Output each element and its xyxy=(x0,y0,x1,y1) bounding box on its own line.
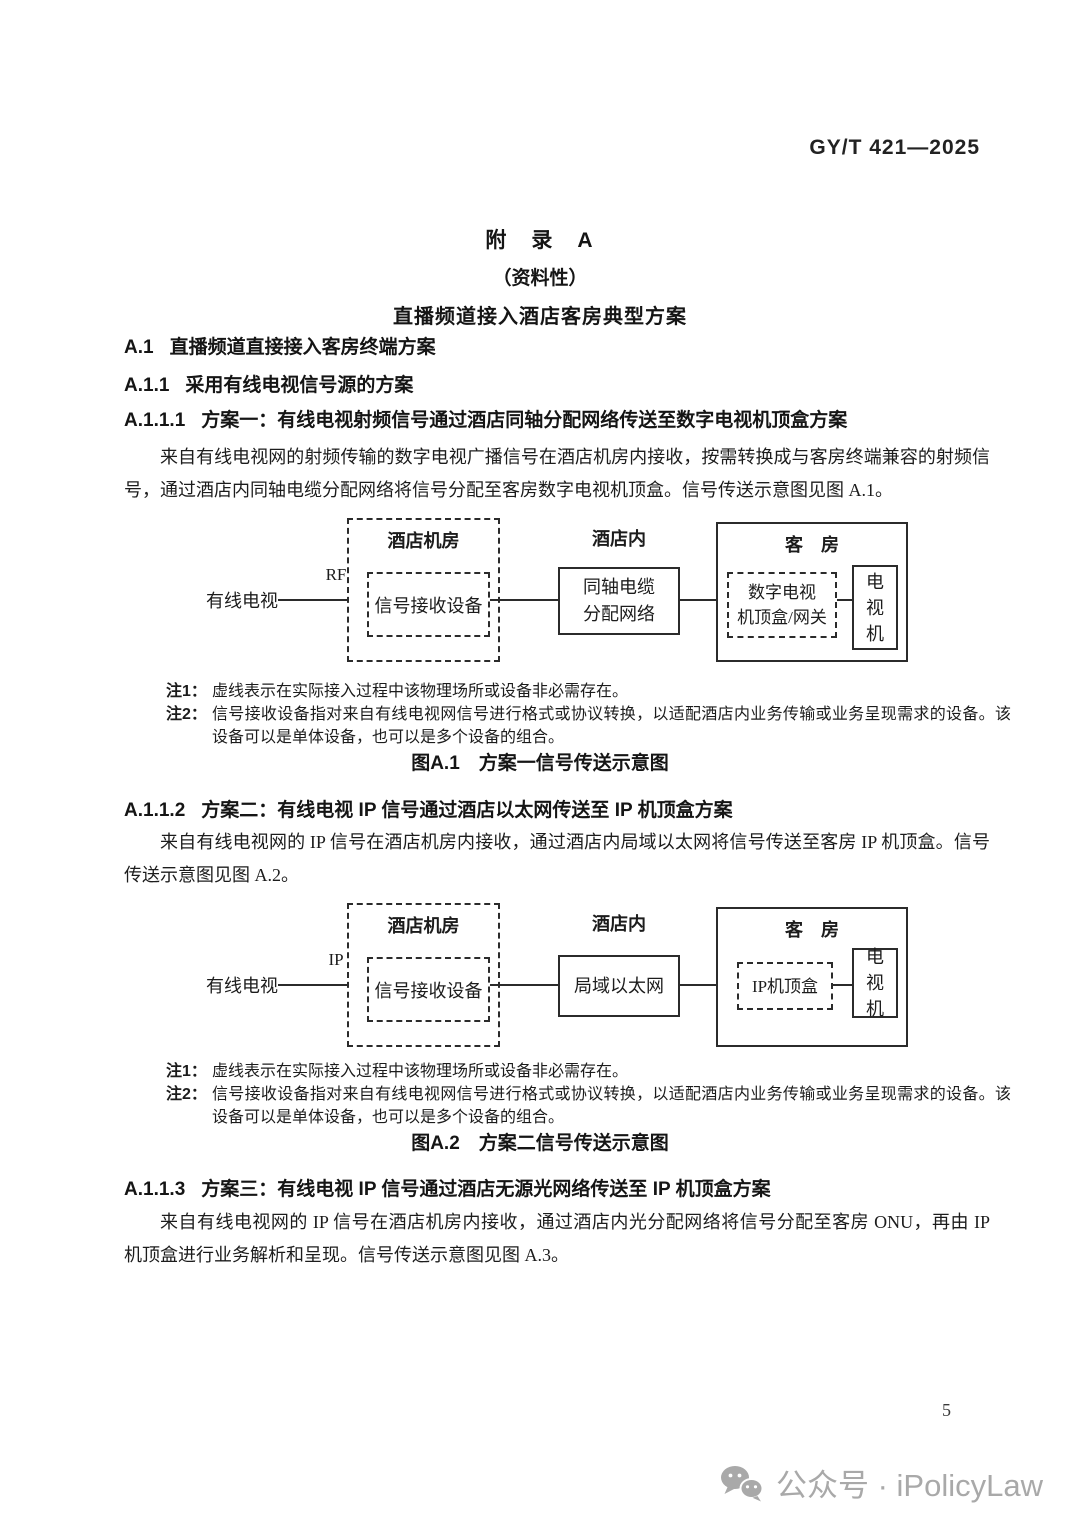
heading-a11: A.1.1 采用有线电视信号源的方案 xyxy=(124,370,1004,397)
note-2-label: 注2： xyxy=(166,706,207,723)
tv-set-box: 电视机 xyxy=(852,947,898,1019)
tv-set-box: 电视机 xyxy=(852,565,898,650)
heading-a112: A.1.1.2 方案二：有线电视 IP 信号通过酒店以太网传送至 IP 机顶盒方案 xyxy=(124,795,1004,822)
heading-a1-number: A.1 xyxy=(124,337,154,358)
appendix-title: 附 录 A xyxy=(485,229,595,252)
rf-signal-label: RF xyxy=(325,565,347,584)
connector-line xyxy=(278,984,367,986)
heading-a1-title: 直播频道直接接入客房终端方案 xyxy=(169,337,436,358)
connector-line xyxy=(833,984,855,986)
appendix-subtitle: （资料性） xyxy=(492,268,588,289)
note-1-label: 注1： xyxy=(166,683,207,700)
heading-a113-number: A.1.1.3 xyxy=(124,1179,186,1200)
connector-line xyxy=(490,984,558,986)
heading-a111-number: A.1.1.1 xyxy=(124,410,186,431)
heading-a111-title: 方案一：有线电视射频信号通过酒店同轴分配网络传送至数字电视机顶盒方案 xyxy=(201,410,848,431)
connector-line xyxy=(278,599,367,601)
tv-set-label: 电视机 xyxy=(866,571,884,644)
appendix-title-block: 附 录 A （资料性） 直播频道接入酒店客房典型方案 xyxy=(0,224,1080,329)
hotel-scope-label: 酒店内 xyxy=(592,914,646,934)
network-label-line2: 分配网络 xyxy=(583,604,655,624)
connector-line xyxy=(680,599,727,601)
heading-a1: A.1 直播频道直接接入客房终端方案 xyxy=(124,332,1004,359)
figure-a1-caption: 图A.1 方案一信号传送示意图 xyxy=(411,753,669,774)
heading-a113-title: 方案三：有线电视 IP 信号通过酒店无源光网络传送至 IP 机顶盒方案 xyxy=(201,1179,771,1200)
note-2: 注2： 信号接收设备指对来自有线电视网信号进行格式或协议转换，以适配酒店内业务传… xyxy=(166,703,1011,749)
figure-a1-diagram: 有线电视 RF 酒店机房 信号接收设备 酒店内 同轴电缆 分配网络 客 房 数字… xyxy=(200,515,920,683)
standard-number: GY/T 421—2025 xyxy=(809,136,980,159)
coax-distribution-network-box: 同轴电缆 分配网络 xyxy=(558,567,680,635)
cable-tv-source-label: 有线电视 xyxy=(206,591,278,611)
note-2-text: 信号接收设备指对来自有线电视网信号进行格式或协议转换，以适配酒店内业务传输或业务… xyxy=(212,1086,1011,1126)
appendix-name: 直播频道接入酒店客房典型方案 xyxy=(393,306,687,328)
network-label-line1: 同轴电缆 xyxy=(583,577,655,597)
tv-set-label: 电视机 xyxy=(866,947,884,1019)
stb-label-line1: IP机顶盒 xyxy=(751,976,819,996)
cable-tv-source-label: 有线电视 xyxy=(206,976,278,996)
figure-a2-caption: 图A.2 方案二信号传送示意图 xyxy=(411,1133,669,1154)
stb-label-line1: 数字电视 xyxy=(748,583,816,602)
ip-signal-label: IP xyxy=(328,950,344,969)
note-1-label: 注1： xyxy=(166,1063,207,1080)
figure-a2-diagram: 有线电视 IP 酒店机房 信号接收设备 酒店内 局域以太网 客 房 IP机顶盒 … xyxy=(200,900,920,1068)
heading-a112-title: 方案二：有线电视 IP 信号通过酒店以太网传送至 IP 机顶盒方案 xyxy=(201,800,733,821)
note-2: 注2： 信号接收设备指对来自有线电视网信号进行格式或协议转换，以适配酒店内业务传… xyxy=(166,1083,1011,1129)
heading-a111: A.1.1.1 方案一：有线电视射频信号通过酒店同轴分配网络传送至数字电视机顶盒方… xyxy=(124,405,1004,432)
network-label-line1: 局域以太网 xyxy=(574,975,664,996)
note-1-text: 虚线表示在实际接入过程中该物理场所或设备非必需存在。 xyxy=(212,1063,629,1080)
connector-line xyxy=(837,599,852,601)
note-1: 注1： 虚线表示在实际接入过程中该物理场所或设备非必需存在。 xyxy=(166,1060,1011,1083)
signal-receiver-box: 信号接收设备 xyxy=(367,572,490,637)
guest-room-label: 客 房 xyxy=(785,920,839,940)
watermark: 公众号 · iPolicyLaw xyxy=(720,1460,1043,1505)
heading-a113: A.1.1.3 方案三：有线电视 IP 信号通过酒店无源光网络传送至 IP 机顶盒… xyxy=(124,1174,1004,1201)
heading-a11-title: 采用有线电视信号源的方案 xyxy=(185,375,414,396)
stb-label-line2: 机顶盒/网关 xyxy=(737,608,827,627)
machine-room-label: 酒店机房 xyxy=(387,916,460,936)
digital-tv-stb-gateway-box: 数字电视 机顶盒/网关 xyxy=(727,572,837,638)
note-1-text: 虚线表示在实际接入过程中该物理场所或设备非必需存在。 xyxy=(212,683,629,700)
lan-ethernet-box: 局域以太网 xyxy=(558,955,680,1017)
figure-a1-notes: 注1： 虚线表示在实际接入过程中该物理场所或设备非必需存在。 注2： 信号接收设… xyxy=(166,680,1011,749)
paragraph-a113: 来自有线电视网的 IP 信号在酒店机房内接收，通过酒店内光分配网络将信号分配至客… xyxy=(124,1212,990,1265)
hotel-scope-label: 酒店内 xyxy=(592,529,646,549)
connector-line xyxy=(490,599,558,601)
note-2-label: 注2： xyxy=(166,1086,207,1103)
ip-stb-box: IP机顶盒 xyxy=(737,962,833,1010)
paragraph-a111: 来自有线电视网的射频传输的数字电视广播信号在酒店机房内接收，按需转换成与客房终端… xyxy=(124,447,990,500)
guest-room-label: 客 房 xyxy=(785,535,839,555)
page-number: 5 xyxy=(942,1400,951,1420)
note-2-text: 信号接收设备指对来自有线电视网信号进行格式或协议转换，以适配酒店内业务传输或业务… xyxy=(212,706,1011,746)
signal-receiver-box: 信号接收设备 xyxy=(367,957,490,1022)
machine-room-label: 酒店机房 xyxy=(387,531,460,551)
heading-a11-number: A.1.1 xyxy=(124,375,170,396)
watermark-text: 公众号 · iPolicyLaw xyxy=(776,1468,1043,1503)
figure-a2-notes: 注1： 虚线表示在实际接入过程中该物理场所或设备非必需存在。 注2： 信号接收设… xyxy=(166,1060,1011,1129)
heading-a112-number: A.1.1.2 xyxy=(124,800,186,821)
paragraph-a112: 来自有线电视网的 IP 信号在酒店机房内接收，通过酒店内局域以太网将信号传送至客… xyxy=(124,832,990,885)
note-1: 注1： 虚线表示在实际接入过程中该物理场所或设备非必需存在。 xyxy=(166,680,1011,703)
connector-line xyxy=(680,984,727,986)
wechat-icon xyxy=(720,1464,764,1502)
